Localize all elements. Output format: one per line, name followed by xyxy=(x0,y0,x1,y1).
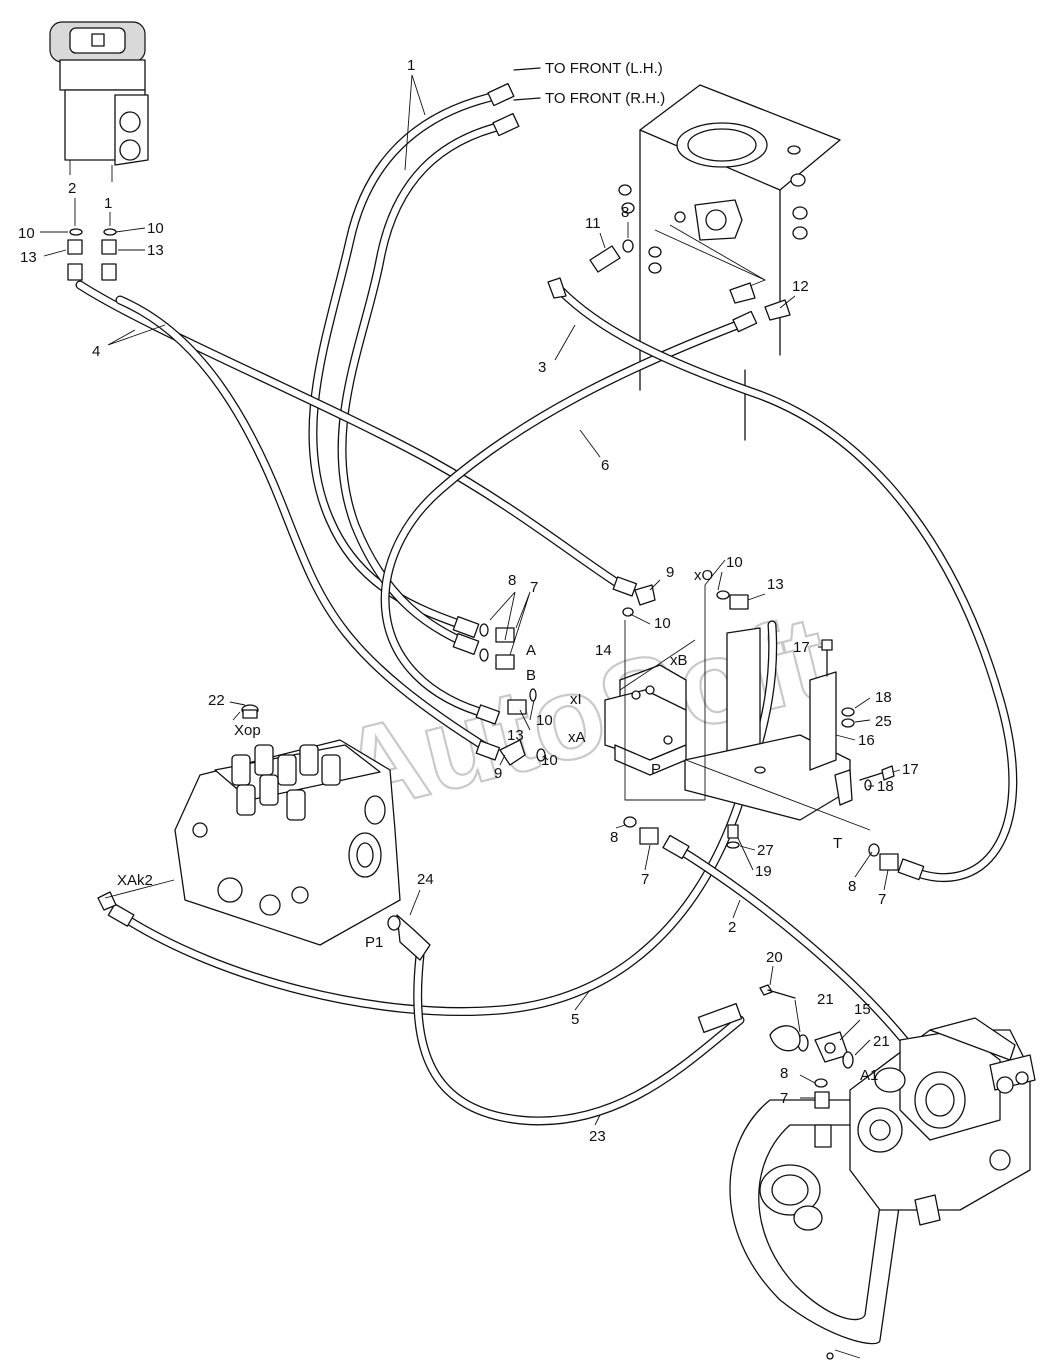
main-pump xyxy=(729,1017,1036,1360)
callout-1-pilot: 1 xyxy=(104,195,112,212)
callout-10-b: 10 xyxy=(536,712,553,729)
callout-22: 22 xyxy=(208,692,225,709)
callout-13-right: 13 xyxy=(147,242,164,259)
callout-12: 12 xyxy=(792,278,809,295)
flange-parts xyxy=(759,984,854,1148)
callout-13-left: 13 xyxy=(20,249,37,266)
callout-7-a: 7 xyxy=(530,579,538,596)
hose-fittings xyxy=(107,82,925,1034)
callout-14: 14 xyxy=(595,642,612,659)
hydraulic-tank xyxy=(618,84,841,441)
callout-16: 16 xyxy=(858,732,875,749)
port-xop-label: Xop xyxy=(234,722,261,739)
port-xa-label: xA xyxy=(568,729,586,746)
callout-9-top: 9 xyxy=(666,564,674,581)
callout-7-p: 7 xyxy=(641,871,649,888)
callout-8-tank: 8 xyxy=(621,204,629,221)
callout-8-a: 8 xyxy=(508,572,516,589)
callout-9-bottom: 9 xyxy=(494,765,502,782)
callout-2-pilot: 2 xyxy=(68,180,76,197)
port-p1-label: P1 xyxy=(365,934,383,951)
port-labels: A B P T xO xB xI xA Xop XAk2 P1 A1 xyxy=(117,567,878,1084)
port-t-label: T xyxy=(833,835,842,852)
to-front-lh-label: TO FRONT (L.H.) xyxy=(545,60,663,77)
pilot-valve xyxy=(49,21,149,182)
tank-fittings xyxy=(547,239,791,321)
callout-3: 3 xyxy=(538,359,546,376)
callout-15: 15 xyxy=(854,1001,871,1018)
manifold-fittings xyxy=(479,584,899,871)
callout-6: 6 xyxy=(601,457,609,474)
leader-12-line xyxy=(654,229,766,281)
callout-21-a: 21 xyxy=(817,991,834,1008)
port-xak2-label: XAk2 xyxy=(117,872,153,889)
callout-11: 11 xyxy=(585,215,601,232)
destination-labels: TO FRONT (L.H.) TO FRONT (R.H.) xyxy=(513,60,665,107)
port-xo-label: xO xyxy=(694,567,713,584)
callout-leaders xyxy=(40,198,901,1126)
callout-numbers: 1 2 1 10 10 13 13 4 11 8 12 3 6 9 10 13 … xyxy=(18,57,919,1145)
callout-10-mid: 10 xyxy=(654,615,671,632)
bolts xyxy=(726,639,895,849)
callout-1-top: 1 xyxy=(407,57,415,74)
callout-5: 5 xyxy=(571,1011,579,1028)
port-a1-label: A1 xyxy=(860,1067,878,1084)
callout-19: 19 xyxy=(755,863,772,880)
pilot-fittings xyxy=(67,228,117,281)
valve-spools xyxy=(231,744,341,821)
port-xb-label: xB xyxy=(670,652,688,669)
callout-27: 27 xyxy=(757,842,774,859)
port-b-label: B xyxy=(526,667,536,684)
callout-8-t: 8 xyxy=(848,878,856,895)
callout-8-pump: 8 xyxy=(780,1065,788,1082)
callout-25: 25 xyxy=(875,713,892,730)
leader-lines xyxy=(107,74,871,831)
callout-13-xo: 13 xyxy=(767,576,784,593)
callout-4: 4 xyxy=(92,343,100,360)
callout-18-bottom: 18 xyxy=(877,778,894,795)
callout-17-top: 17 xyxy=(793,639,810,656)
callout-20: 20 xyxy=(766,949,783,966)
callout-8-p: 8 xyxy=(610,829,618,846)
callout-10-right: 10 xyxy=(147,220,164,237)
callout-24: 24 xyxy=(417,871,434,888)
callout-23: 23 xyxy=(589,1128,606,1145)
callout-10-bottom: 10 xyxy=(541,752,558,769)
callout-13-b: 13 xyxy=(507,727,524,744)
callout-21-b: 21 xyxy=(873,1033,890,1050)
mounting-bracket xyxy=(684,627,853,821)
port-xi-label: xI xyxy=(570,691,582,708)
port-p-label: P xyxy=(651,761,661,778)
callout-7-pump: 7 xyxy=(780,1090,788,1107)
callout-10-xo: 10 xyxy=(726,554,743,571)
leader-12-line-b xyxy=(669,224,767,289)
callout-7-t: 7 xyxy=(878,891,886,908)
callout-10-left: 10 xyxy=(18,225,35,242)
hose-group xyxy=(75,90,1018,1185)
control-valve xyxy=(97,704,431,961)
port-a-label: A xyxy=(526,642,536,659)
callout-18-top: 18 xyxy=(875,689,892,706)
callout-2-main: 2 xyxy=(728,919,736,936)
callout-17-bottom: 17 xyxy=(902,761,919,778)
to-front-rh-label: TO FRONT (R.H.) xyxy=(545,90,665,107)
